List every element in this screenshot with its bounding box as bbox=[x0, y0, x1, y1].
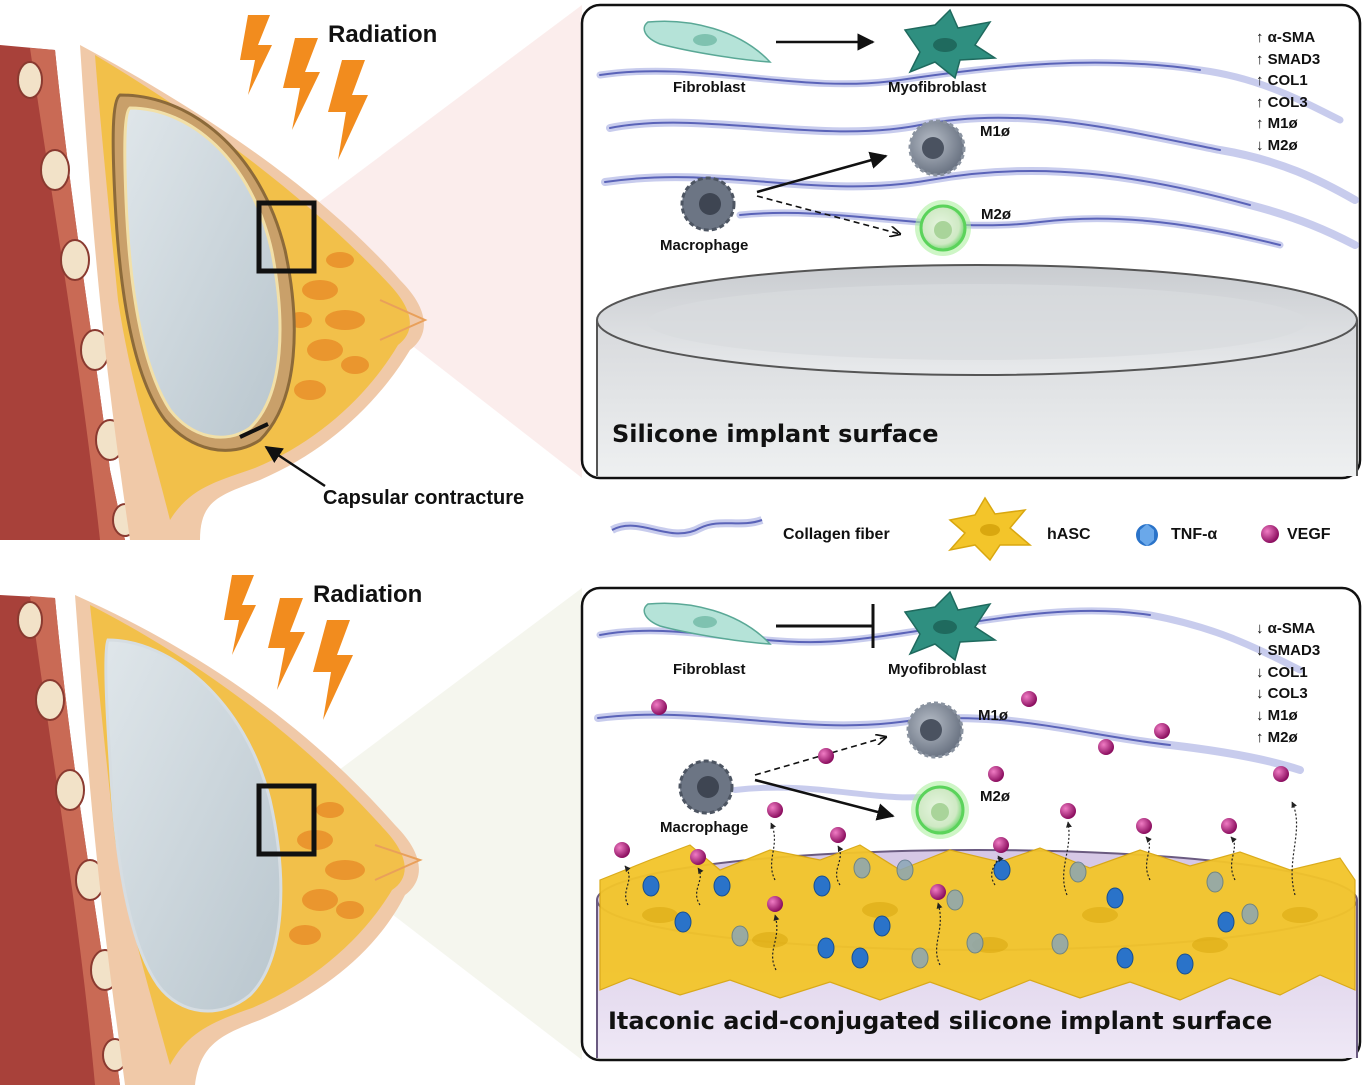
capsular-contracture-label: Capsular contracture bbox=[323, 487, 524, 509]
hasc-cell-details bbox=[642, 902, 1318, 953]
marker-bottom-5: ↑ M2ø bbox=[1256, 729, 1299, 746]
capsular-arrow bbox=[264, 445, 326, 488]
m2-cell-icon bbox=[915, 200, 971, 256]
m2-label-bottom: M2ø bbox=[980, 788, 1011, 805]
legend-hasc: hASC bbox=[1047, 526, 1091, 543]
legend: Collagen fiber hASC TNF-α VEGF bbox=[610, 496, 1331, 562]
macrophage-to-m2-arrow-bottom bbox=[754, 778, 895, 821]
lightning-icon bbox=[224, 575, 353, 720]
macrophage-label-top: Macrophage bbox=[660, 237, 748, 254]
macrophage-icon bbox=[680, 176, 736, 232]
hasc-layer bbox=[599, 844, 1356, 1001]
vegf-molecules bbox=[614, 691, 1289, 912]
macrophage-label-bottom: Macrophage bbox=[660, 819, 748, 836]
vegf-secretion-arrows bbox=[624, 801, 1298, 971]
inhibition-symbol bbox=[776, 604, 875, 648]
marker-top-5: ↓ M2ø bbox=[1256, 137, 1299, 154]
legend-collagen: Collagen fiber bbox=[783, 526, 890, 543]
zoom-funnel-top bbox=[315, 5, 582, 478]
zoom-funnel-bottom bbox=[315, 588, 582, 1060]
myofibroblast-icon bbox=[903, 590, 998, 662]
myofibroblast-icon bbox=[903, 8, 998, 80]
macrophage-to-m1-arrow-bottom bbox=[754, 737, 886, 776]
marker-bottom-0: ↓ α-SMA bbox=[1256, 620, 1315, 637]
m2-label-top: M2ø bbox=[981, 206, 1012, 223]
m2-cell-icon bbox=[911, 781, 969, 839]
fibroblast-icon bbox=[643, 20, 772, 63]
m1-label-bottom: M1ø bbox=[978, 707, 1009, 724]
myofibroblast-label-bottom: Myofibroblast bbox=[888, 661, 986, 678]
myofibroblast-label-top: Myofibroblast bbox=[888, 79, 986, 96]
vegf-icon bbox=[1261, 525, 1279, 543]
zoom-box-bottom bbox=[256, 783, 317, 857]
m1-cell-icon bbox=[906, 701, 964, 759]
marker-top-1: ↑ SMAD3 bbox=[1256, 51, 1320, 68]
macrophage-to-m1-arrow-top bbox=[756, 151, 888, 194]
lightning-icon bbox=[240, 15, 368, 160]
marker-bottom-1: ↓ SMAD3 bbox=[1256, 642, 1320, 659]
fibroblast-icon bbox=[643, 602, 772, 645]
collagen-fiber-icon bbox=[610, 516, 764, 538]
surface-label-bottom: Itaconic acid-conjugated silicone implan… bbox=[608, 1007, 1272, 1035]
marker-top-0: ↑ α-SMA bbox=[1256, 29, 1315, 46]
hasc-icon bbox=[947, 496, 1033, 562]
marker-top-4: ↑ M1ø bbox=[1256, 115, 1299, 132]
breast-illustration-top bbox=[0, 45, 428, 540]
legend-vegf: VEGF bbox=[1287, 526, 1331, 543]
marker-bottom-4: ↓ M1ø bbox=[1256, 707, 1299, 724]
radiation-label-top: Radiation bbox=[328, 21, 437, 48]
tnf-icon bbox=[1136, 524, 1158, 546]
breast-illustration-bottom bbox=[0, 595, 423, 1085]
marker-bottom-2: ↓ COL1 bbox=[1256, 664, 1308, 681]
marker-list-top: ↑ α-SMA ↑ SMAD3 ↑ COL1 ↑ COL3 ↑ M1ø ↓ M2… bbox=[1256, 29, 1320, 154]
surface-label-top: Silicone implant surface bbox=[612, 420, 939, 448]
silicone-implant-cylinder-top bbox=[596, 264, 1358, 476]
macrophage-icon bbox=[678, 759, 734, 815]
fibroblast-label-top: Fibroblast bbox=[673, 79, 746, 96]
legend-tnf: TNF-α bbox=[1171, 526, 1217, 543]
marker-top-2: ↑ COL1 bbox=[1256, 72, 1308, 89]
fibroblast-label-bottom: Fibroblast bbox=[673, 661, 746, 678]
marker-top-3: ↑ COL3 bbox=[1256, 94, 1308, 111]
marker-bottom-3: ↓ COL3 bbox=[1256, 685, 1308, 702]
zoom-box-top bbox=[256, 200, 317, 274]
tnf-molecules bbox=[642, 857, 1259, 975]
macrophage-to-m2-arrow-top bbox=[756, 195, 900, 234]
m1-cell-icon bbox=[908, 119, 966, 177]
marker-list-bottom: ↓ α-SMA ↓ SMAD3 ↓ COL1 ↓ COL3 ↓ M1ø ↑ M2… bbox=[1256, 620, 1320, 746]
radiation-label-bottom: Radiation bbox=[313, 581, 422, 608]
m1-label-top: M1ø bbox=[980, 123, 1011, 140]
